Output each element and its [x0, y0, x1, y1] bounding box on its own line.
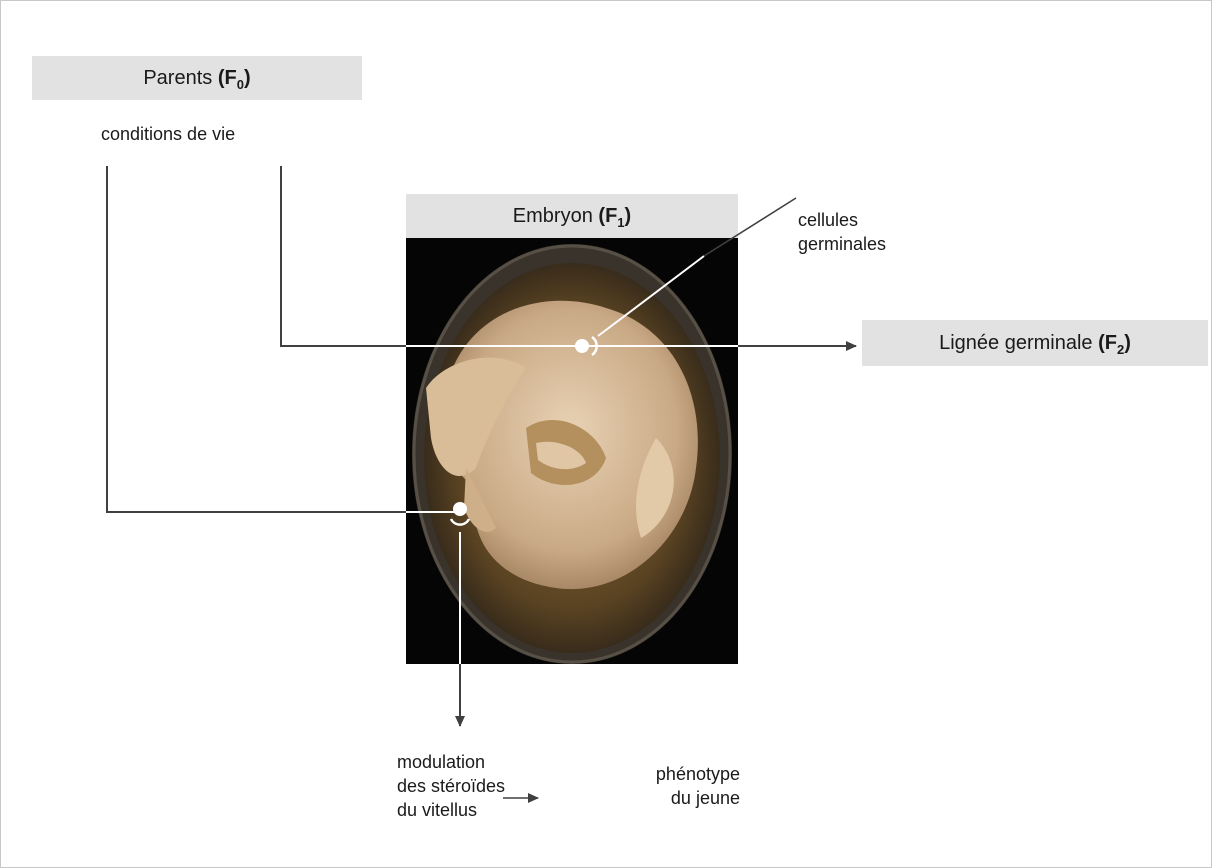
conditions-to-germ-line	[281, 166, 406, 346]
germ-cells-dot	[575, 339, 589, 353]
yolk-receptor	[451, 519, 469, 525]
germ-cells-pointer	[598, 256, 704, 336]
parents-to-yolk-line	[107, 166, 406, 512]
germ-cells-pointer-outer	[704, 198, 796, 256]
yolk-dot	[453, 502, 467, 516]
